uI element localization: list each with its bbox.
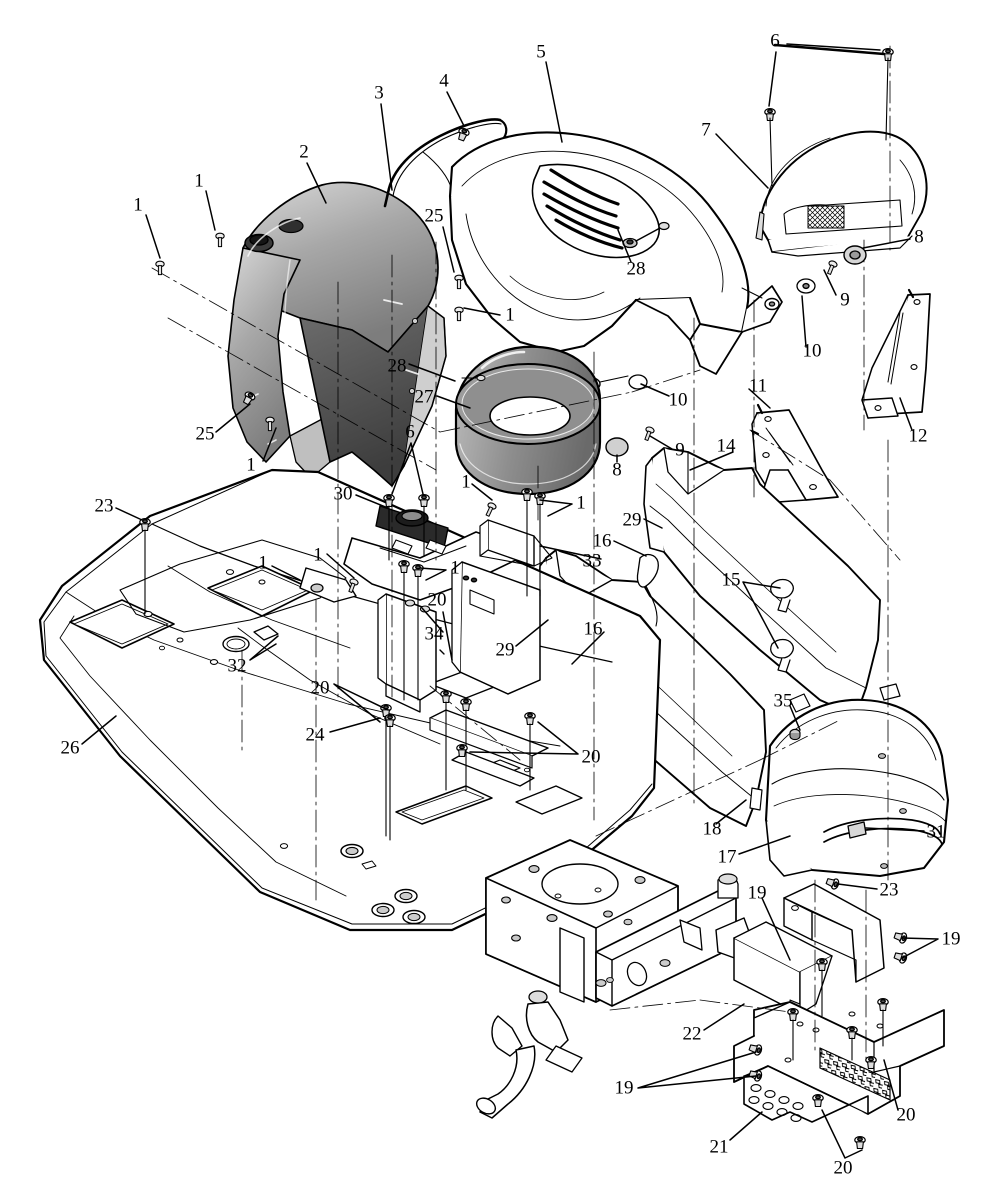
callout-10a: 10 (802, 340, 822, 362)
part-hood (448, 131, 783, 391)
callout-25b: 25 (195, 423, 215, 445)
callout-22: 22 (682, 1023, 702, 1045)
callout-28a: 28 (626, 258, 646, 280)
callout-20c: 20 (581, 746, 601, 768)
callout-29b: 29 (495, 639, 515, 661)
callout-10b: 10 (668, 389, 688, 411)
callout-19b: 19 (941, 928, 961, 950)
callout-1b: 1 (133, 194, 143, 216)
callout-29a: 29 (622, 509, 642, 531)
part-console-frame (299, 505, 553, 787)
callout-21: 21 (709, 1136, 729, 1158)
callout-7: 7 (701, 119, 711, 141)
callout-35: 35 (773, 690, 793, 712)
part-frame-transaxle (475, 839, 833, 1119)
callout-23b: 23 (879, 879, 899, 901)
callout-23a: 23 (94, 495, 114, 517)
callout-20e: 20 (833, 1157, 853, 1179)
callout-8a: 8 (914, 226, 924, 248)
callout-9a: 9 (840, 289, 850, 311)
callout-34: 34 (424, 623, 444, 645)
callout-1a: 1 (194, 170, 204, 192)
callout-5: 5 (536, 41, 546, 63)
callout-33: 33 (582, 550, 602, 572)
callout-6b: 6 (405, 421, 415, 443)
callout-9b: 9 (675, 439, 685, 461)
callout-12: 12 (908, 425, 928, 447)
callout-16b: 16 (583, 618, 603, 640)
callout-1c: 1 (505, 304, 515, 326)
callout-20d: 20 (896, 1104, 916, 1126)
callout-17: 17 (717, 846, 737, 868)
callout-1f: 1 (576, 492, 586, 514)
callout-4: 4 (439, 70, 449, 92)
callout-28b: 28 (387, 355, 407, 377)
part-fuel-cup (454, 345, 602, 496)
callout-1i: 1 (450, 557, 460, 579)
callout-31: 31 (926, 821, 946, 843)
callout-6: 6 (770, 30, 780, 52)
callout-20a: 20 (427, 589, 447, 611)
callout-11: 11 (748, 375, 768, 397)
callout-18: 18 (702, 818, 722, 840)
part-rear-fender (764, 683, 950, 878)
callout-15: 15 (721, 569, 741, 591)
callout-30: 30 (333, 483, 353, 505)
part-dash-cover (227, 181, 447, 487)
part-rear-mount-bracket (783, 883, 885, 983)
callout-8b: 8 (612, 459, 622, 481)
callout-3: 3 (374, 82, 384, 104)
part-grille (755, 130, 928, 257)
callout-1d: 1 (246, 454, 256, 476)
callout-26: 26 (60, 737, 80, 759)
callout-24: 24 (305, 724, 325, 746)
callout-32: 32 (227, 655, 247, 677)
callout-1e: 1 (461, 471, 471, 493)
callout-1g: 1 (258, 552, 268, 574)
fasteners (139, 43, 909, 1150)
callout-19a: 19 (747, 882, 767, 904)
callout-20b: 20 (310, 677, 330, 699)
callout-2: 2 (299, 141, 309, 163)
part-bracket-right (861, 288, 931, 419)
callout-14: 14 (716, 435, 736, 457)
callout-1h: 1 (313, 544, 323, 566)
callout-25a: 25 (424, 205, 444, 227)
callout-16a: 16 (592, 530, 612, 552)
callout-19c: 19 (614, 1077, 634, 1099)
callout-27: 27 (414, 386, 434, 408)
